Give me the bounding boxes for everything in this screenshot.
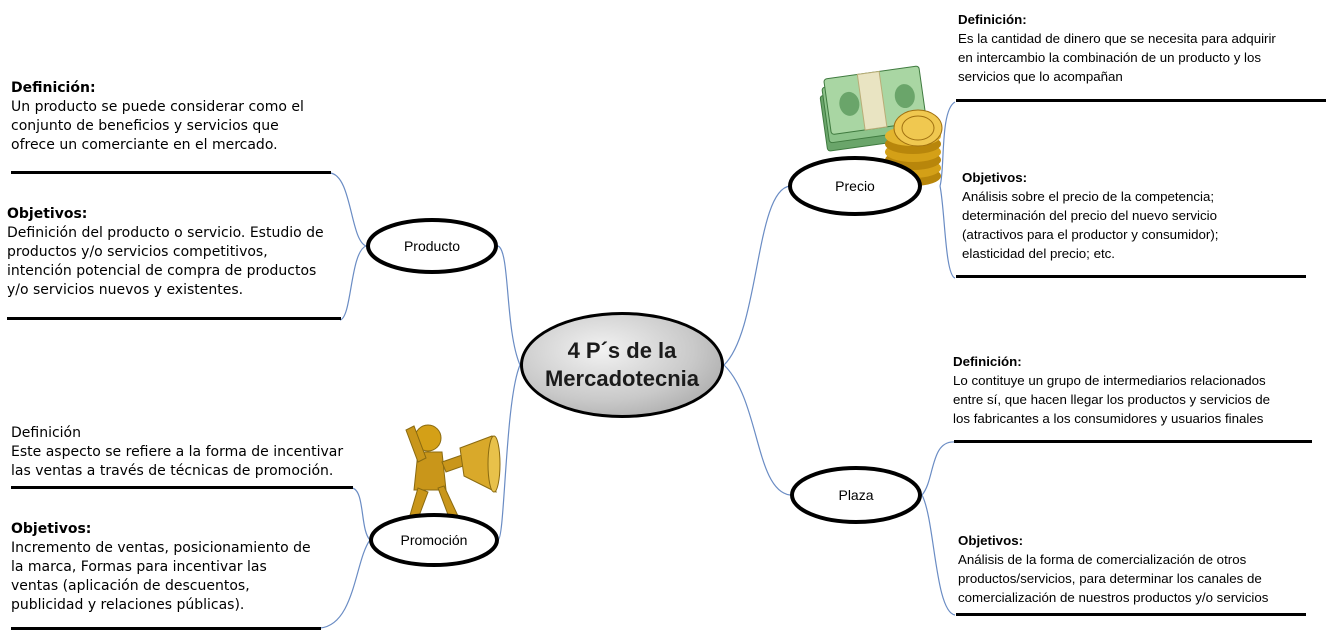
precio-definicion-block: Definición: Es la cantidad de dinero que…: [958, 10, 1276, 86]
connector-precio-objetivos: [939, 185, 956, 279]
producto-definicion-line: Un producto se puede considerar como el: [11, 99, 304, 115]
node-promocion-oval: [369, 513, 499, 567]
money-icon: [819, 65, 943, 186]
promocion-objetivos-block: Objetivos: Incremento de ventas, posicio…: [11, 520, 311, 615]
producto-definicion-line: ofrece un comerciante en el mercado.: [11, 137, 278, 153]
precio-definicion-line: servicios que lo acompañan: [958, 69, 1123, 84]
promocion-definicion-line: Este aspecto se refiere a la forma de in…: [11, 444, 344, 460]
producto-objetivos-heading: Objetivos:: [7, 206, 88, 222]
plaza-definicion-block: Definición: Lo contituye un grupo de int…: [953, 352, 1270, 428]
connector-plaza-objetivos: [921, 494, 956, 616]
node-precio-label: Precio: [835, 178, 875, 194]
precio-objetivos-underline: [956, 275, 1306, 278]
node-producto-label: Producto: [403, 238, 461, 254]
promocion-definicion-heading: Definición: [11, 425, 81, 441]
producto-definicion-underline: [11, 171, 331, 174]
connector-hub-precio: [723, 185, 791, 366]
plaza-objetivos-line: comercialización de nuestros productos y…: [958, 590, 1269, 605]
node-plaza-oval: [790, 466, 922, 524]
promocion-definicion-underline: [11, 486, 353, 489]
connector-hub-producto: [497, 245, 521, 366]
node-producto-oval: [366, 218, 498, 274]
precio-objetivos-heading: Objetivos:: [962, 170, 1028, 185]
megaphone-figure-icon: [405, 424, 501, 525]
plaza-objetivos-line: Análisis de la forma de comercialización…: [958, 552, 1247, 567]
central-topic: 4 P´s de la Mercadotecnia: [520, 312, 724, 418]
connector-hub-promocion: [497, 364, 521, 541]
plaza-definicion-line: los fabricantes a los consumidores y usu…: [953, 411, 1264, 426]
producto-objetivos-line: productos y/o servicios competitivos,: [7, 244, 268, 260]
promocion-objetivos-underline: [11, 627, 321, 630]
plaza-definicion-line: entre sí, que hacen llegar los productos…: [953, 392, 1271, 407]
promocion-objetivos-line: ventas (aplicación de descuentos,: [11, 578, 250, 594]
promocion-objetivos-line: Incremento de ventas, posicionamiento de: [11, 540, 311, 556]
node-plaza-label: Plaza: [838, 487, 874, 503]
producto-objetivos-line: intención potencial de compra de product…: [7, 263, 317, 279]
connector-plaza-definicion: [921, 441, 956, 496]
node-promocion-label: Promoción: [400, 532, 468, 548]
producto-objetivos-underline: [7, 317, 341, 320]
plaza-definicion-underline: [954, 440, 1312, 443]
connector-promocion-definicion: [351, 487, 371, 541]
plaza-objetivos-line: productos/servicios, para determinar los…: [958, 571, 1262, 586]
connector-hub-plaza: [723, 364, 791, 496]
precio-definicion-line: Es la cantidad de dinero que se necesita…: [958, 31, 1276, 46]
promocion-objetivos-line: publicidad y relaciones públicas).: [11, 597, 245, 613]
plaza-objetivos-heading: Objetivos:: [958, 533, 1024, 548]
node-precio-oval: [788, 156, 922, 216]
producto-definicion-block: Definición: Un producto se puede conside…: [11, 79, 304, 155]
connector-precio-definicion: [939, 101, 956, 187]
plaza-definicion-line: Lo contituye un grupo de intermediarios …: [953, 373, 1266, 388]
promocion-definicion-block: Definición Este aspecto se refiere a la …: [11, 424, 343, 481]
precio-definicion-heading: Definición:: [958, 12, 1027, 27]
plaza-definicion-heading: Definición:: [953, 354, 1022, 369]
precio-objetivos-line: elasticidad del precio; etc.: [962, 246, 1115, 261]
producto-objetivos-line: y/o servicios nuevos y existentes.: [7, 282, 244, 298]
promocion-objetivos-line: la marca, Formas para incentivar las: [11, 559, 267, 575]
connector-producto-definicion: [329, 172, 367, 247]
producto-objetivos-block: Objetivos: Definición del producto o ser…: [7, 205, 324, 300]
connector-producto-objetivos: [339, 245, 367, 321]
precio-objetivos-line: determinación del precio del nuevo servi…: [962, 208, 1217, 223]
producto-objetivos-line: Definición del producto o servicio. Estu…: [7, 225, 324, 241]
precio-objetivos-line: (atractivos para el productor y consumid…: [962, 227, 1219, 242]
precio-definicion-underline: [956, 99, 1326, 102]
plaza-objetivos-block: Objetivos: Análisis de la forma de comer…: [958, 531, 1268, 607]
producto-definicion-line: conjunto de beneficios y servicios que: [11, 118, 279, 134]
producto-definicion-heading: Definición:: [11, 80, 96, 96]
connector-promocion-objetivos: [319, 539, 371, 629]
precio-objetivos-line: Análisis sobre el precio de la competenc…: [962, 189, 1215, 204]
plaza-objetivos-underline: [956, 613, 1306, 616]
precio-definicion-line: en intercambio la combinación de un prod…: [958, 50, 1262, 65]
promocion-definicion-line: las ventas a través de técnicas de promo…: [11, 463, 334, 479]
precio-objetivos-block: Objetivos: Análisis sobre el precio de l…: [962, 168, 1218, 263]
central-topic-line2: Mercadotecnia: [544, 366, 700, 391]
central-topic-line1: 4 P´s de la: [567, 338, 677, 363]
promocion-objetivos-heading: Objetivos:: [11, 521, 92, 537]
